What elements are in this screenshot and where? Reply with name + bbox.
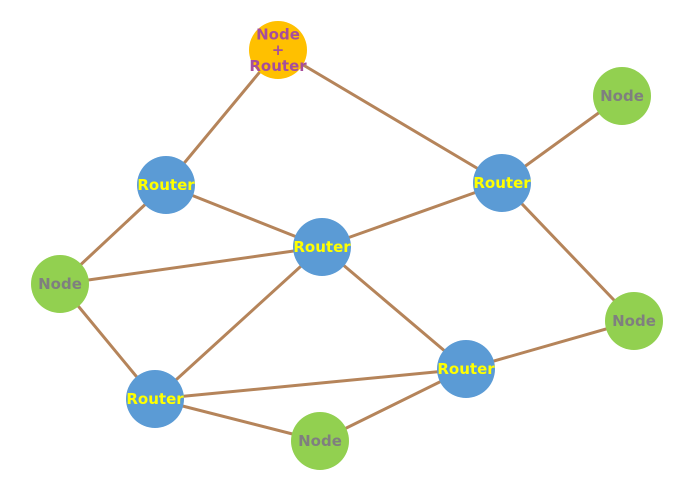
router-left-circle: [137, 156, 195, 214]
router-right-label-0: Router: [473, 174, 531, 192]
router-left-label-0: Router: [137, 176, 195, 194]
node-left-circle: [31, 255, 89, 313]
router-center-circle: [293, 218, 351, 276]
edge-router-right-router-center: [320, 181, 504, 249]
edge-hybrid-top-router-right: [276, 48, 504, 185]
edge-router-bottom-right-node-right: [464, 319, 636, 371]
router-bottom-left-circle: [126, 370, 184, 428]
node-left-label-0: Node: [38, 275, 82, 293]
node-bottom: Node: [291, 412, 349, 470]
hybrid-top: Node+Router: [249, 21, 307, 79]
node-bottom-circle: [291, 412, 349, 470]
edge-node-left-router-center: [58, 245, 324, 286]
hybrid-top-label-2: Router: [249, 57, 307, 75]
edge-router-center-router-bottom-left: [153, 245, 324, 401]
node-right: Node: [605, 292, 663, 350]
router-left: Router: [137, 156, 195, 214]
router-bottom-left: Router: [126, 370, 184, 428]
edge-router-right-node-right: [500, 181, 636, 323]
router-center: Router: [293, 218, 351, 276]
node-top-right-circle: [593, 67, 651, 125]
router-right: Router: [473, 154, 531, 212]
edge-router-center-router-bottom-right: [320, 245, 468, 371]
edge-router-bottom-left-router-bottom-right: [153, 367, 468, 401]
node-left: Node: [31, 255, 89, 313]
edge-hybrid-top-router-left: [164, 48, 280, 187]
hybrid-top-label-1: +: [272, 41, 285, 59]
hybrid-top-circle: [249, 21, 307, 79]
node-right-label-0: Node: [612, 312, 656, 330]
node-right-circle: [605, 292, 663, 350]
router-right-circle: [473, 154, 531, 212]
router-center-label-0: Router: [293, 238, 351, 256]
router-bottom-right-label-0: Router: [437, 360, 495, 378]
router-bottom-left-label-0: Router: [126, 390, 184, 408]
node-top-right-label-0: Node: [600, 87, 644, 105]
router-bottom-right: Router: [437, 340, 495, 398]
router-bottom-right-circle: [437, 340, 495, 398]
hybrid-top-label-0: Node: [256, 25, 300, 43]
node-top-right: Node: [593, 67, 651, 125]
node-bottom-label-0: Node: [298, 432, 342, 450]
